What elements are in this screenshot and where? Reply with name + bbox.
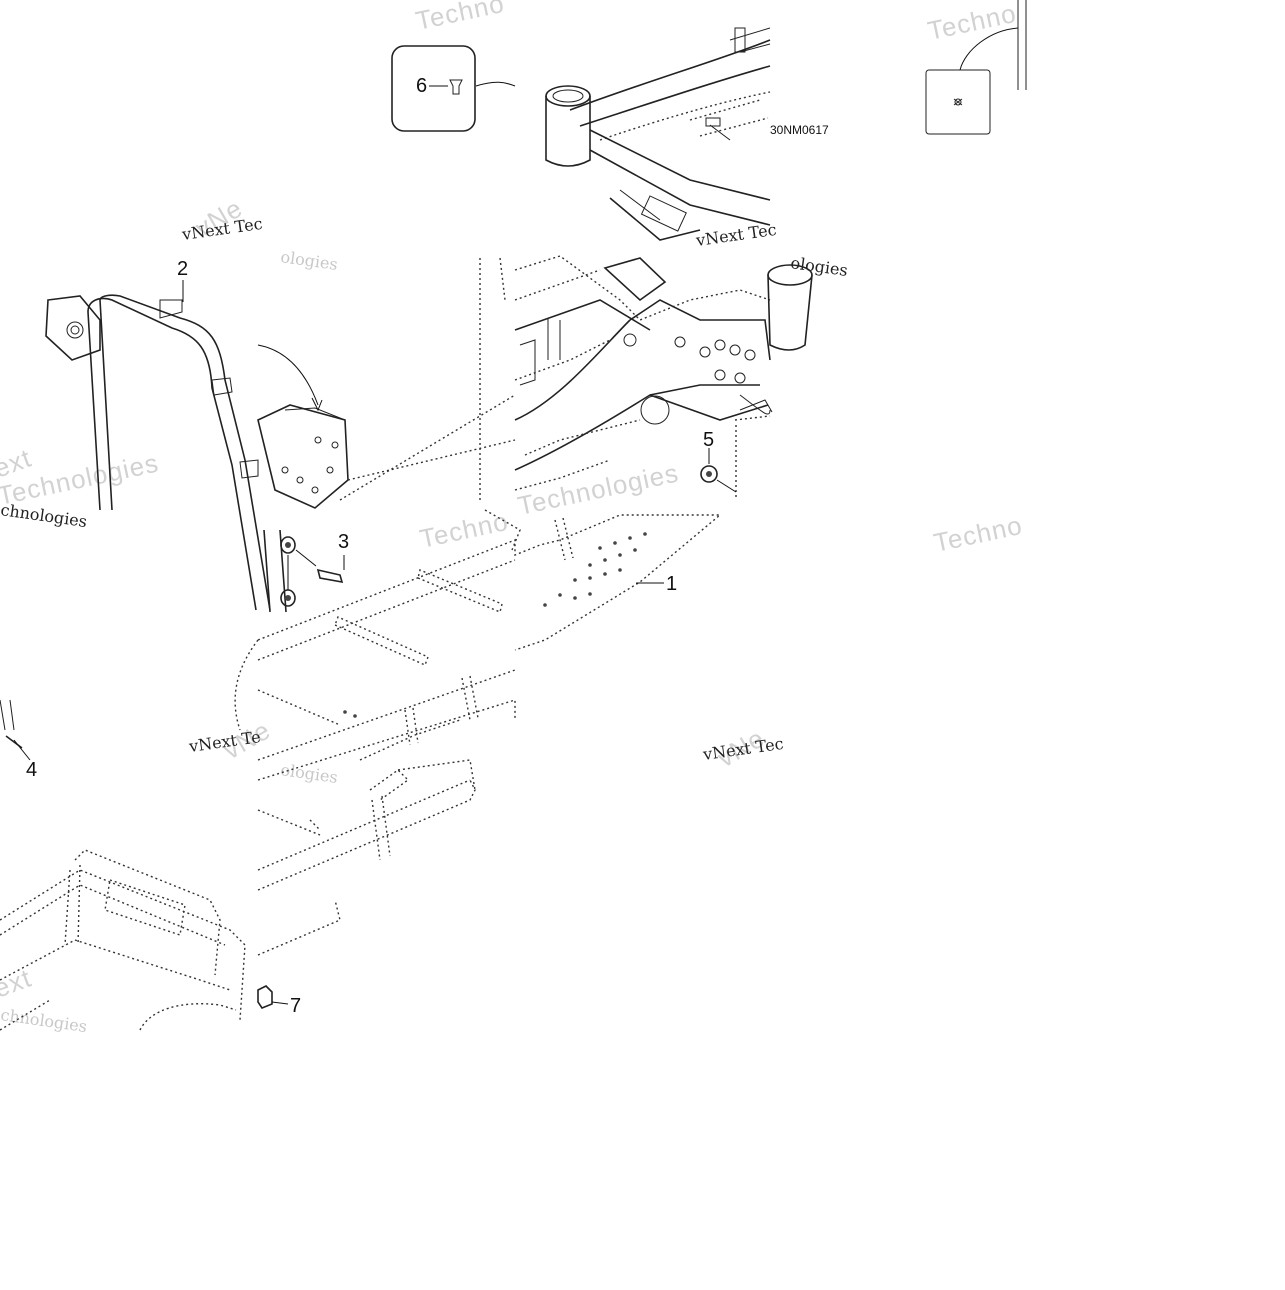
watermark-technologies: Technologies — [515, 457, 681, 520]
front-bumper-bar — [45, 294, 287, 613]
rear-rack — [0, 849, 246, 1031]
callout-1: 1 — [666, 573, 677, 595]
watermark-techno: Techno — [931, 510, 1025, 558]
tunnel-assembly — [234, 509, 722, 956]
watermark-chnologies: chnologies — [0, 500, 88, 531]
watermark-ext: ext — [0, 963, 35, 1004]
assembly-lines — [339, 257, 771, 501]
callout-7: 7 — [290, 995, 301, 1017]
running-board-holes — [343, 532, 647, 718]
front-frame-upper — [545, 27, 771, 241]
watermark-techno: Techno — [925, 0, 1019, 46]
nut-item-5 — [700, 448, 737, 493]
callout-3: 3 — [338, 531, 349, 553]
watermark-ologies: ologies — [789, 253, 849, 280]
bolt-and-washers — [280, 536, 345, 607]
callout-6: 6 — [416, 75, 427, 97]
watermark-ologies: ologies — [279, 247, 339, 274]
callout-4: 4 — [26, 759, 37, 781]
clip-item-7 — [257, 985, 289, 1009]
callout-5: 5 — [703, 429, 714, 451]
drawing-code-label: 30NM0617 — [770, 123, 829, 137]
watermark-layer: Techno Techno Techno Techno Technologies… — [0, 0, 1025, 1036]
watermark-ologies: ologies — [279, 760, 339, 787]
detail-box-small-fastener — [925, 0, 1027, 135]
watermark-techno: Techno — [413, 0, 507, 36]
callout-2: 2 — [177, 258, 188, 280]
partial-item-4 — [0, 699, 31, 761]
watermark-chnologies: chnologies — [0, 1005, 88, 1036]
chassis-front-bulkhead — [514, 255, 813, 491]
detail-box-item-6 — [391, 45, 516, 132]
bumper-mount-bracket — [257, 344, 349, 509]
callout-layer: 1 2 3 4 5 6 7 — [26, 75, 714, 1017]
